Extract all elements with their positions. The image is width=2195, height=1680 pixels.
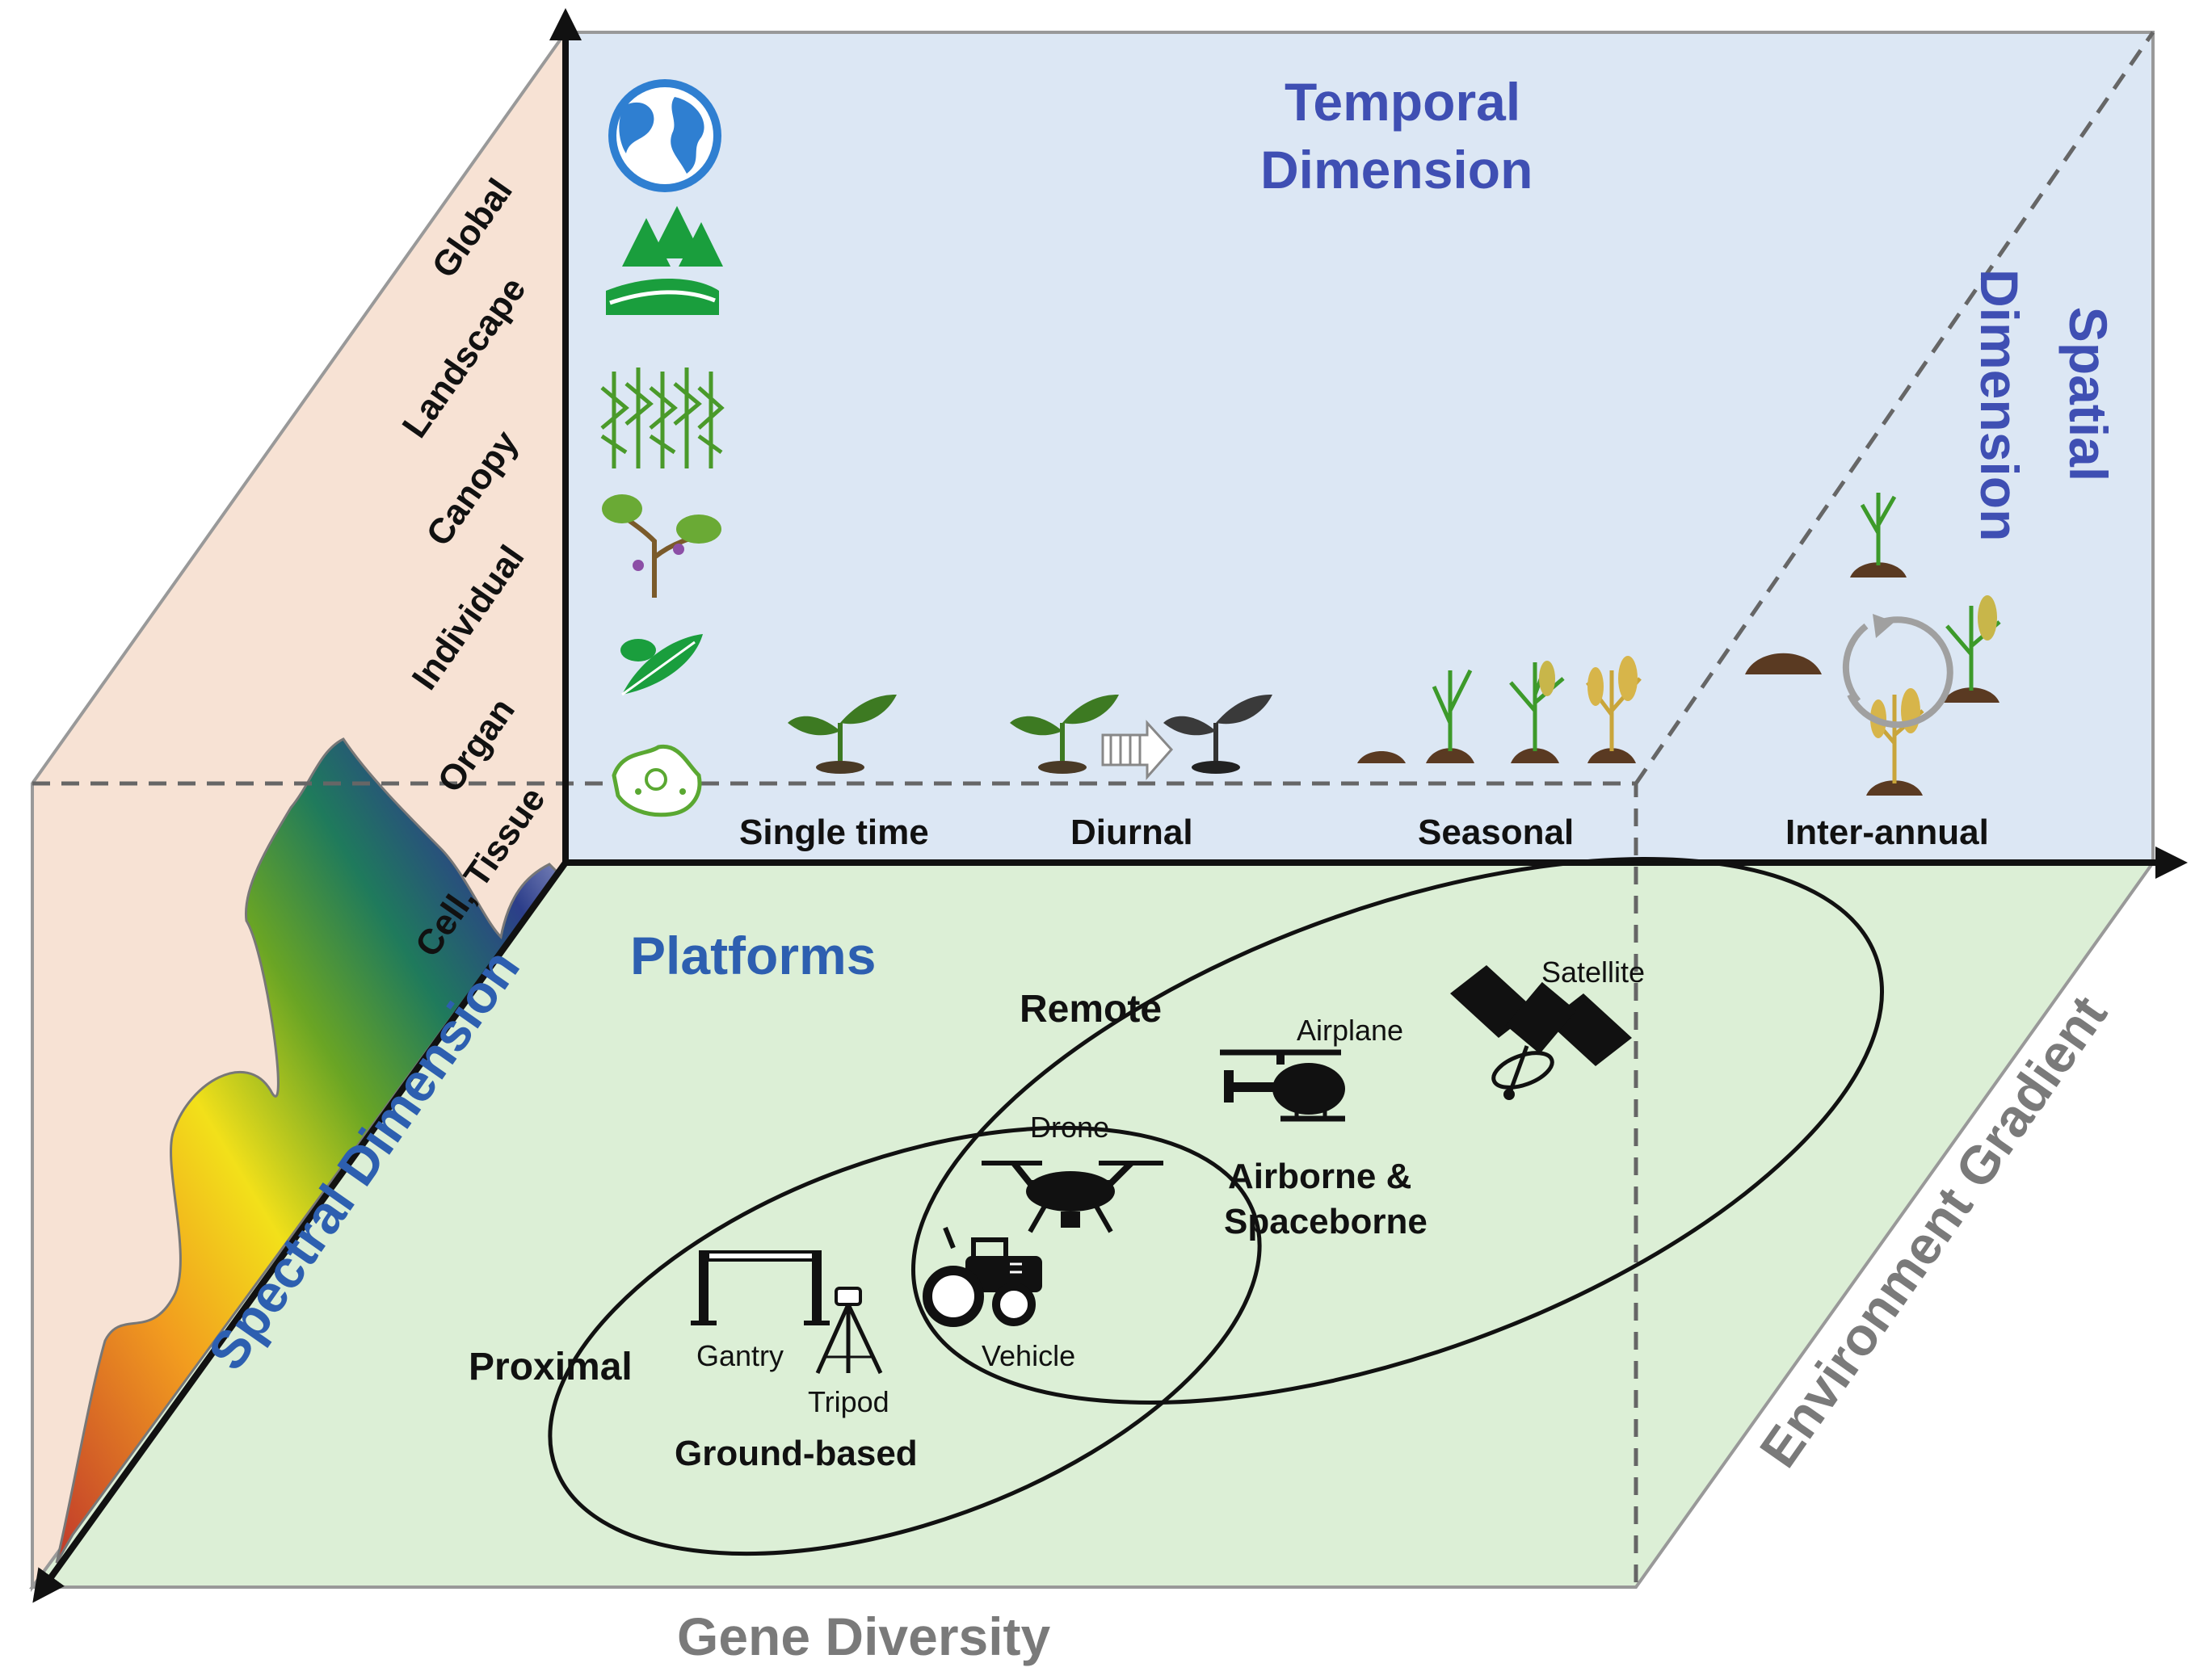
satellite-icon bbox=[1450, 965, 1632, 1100]
right-arrow-icon bbox=[1101, 720, 1174, 780]
tripod-icon bbox=[815, 1287, 883, 1375]
temporal-title-line1: Temporal bbox=[1285, 72, 1521, 132]
tractor-icon bbox=[923, 1226, 1042, 1327]
scale-label-seasonal: Seasonal bbox=[1418, 813, 1575, 852]
drone-icon bbox=[982, 1161, 1163, 1233]
gantry-icon bbox=[691, 1250, 830, 1325]
leaf-organ-icon bbox=[620, 634, 703, 696]
crop-canopy-icon bbox=[600, 368, 725, 468]
group-label-proximal: Proximal bbox=[469, 1346, 633, 1388]
item-label-gantry: Gantry bbox=[696, 1339, 784, 1372]
group-label-remote: Remote bbox=[1020, 988, 1163, 1031]
platforms-title: Platforms bbox=[630, 926, 877, 985]
scale-label-inter-annual: Inter-annual bbox=[1785, 813, 1989, 852]
spatial-title-line2: Dimension bbox=[1970, 269, 2029, 542]
plant-individual-icon bbox=[602, 494, 721, 598]
seedling-diurnal-night-icon bbox=[1163, 695, 1272, 774]
scale-label-single-time: Single time bbox=[739, 813, 929, 852]
group-label-ground-based: Ground-based bbox=[675, 1434, 918, 1473]
item-label-tripod: Tripod bbox=[808, 1385, 889, 1418]
group-label-airborne-line1: Airborne & bbox=[1228, 1157, 1412, 1196]
item-label-drone: Drone bbox=[1030, 1111, 1110, 1144]
depth-axis bbox=[32, 860, 569, 1603]
seedling-single-time-icon bbox=[788, 695, 897, 774]
helicopter-icon bbox=[1220, 1049, 1345, 1122]
globe-icon bbox=[608, 79, 721, 192]
gene-diversity-label: Gene Diversity bbox=[677, 1606, 1051, 1666]
remote-platform-ellipse bbox=[911, 857, 1884, 1405]
seedling-diurnal-day-icon bbox=[1010, 695, 1119, 774]
temporal-title-line2: Dimension bbox=[1260, 140, 1533, 200]
seasonal-growth-icon bbox=[1357, 656, 1642, 763]
cell-tissue-icon bbox=[612, 744, 702, 817]
dashed-guide-diagonal bbox=[1634, 31, 2155, 785]
spatial-title-line1: Spatial bbox=[2058, 306, 2118, 482]
proximal-platform-ellipse bbox=[548, 1125, 1262, 1556]
item-label-satellite: Satellite bbox=[1541, 956, 1646, 989]
spectral-reflectance-curve bbox=[55, 737, 559, 1564]
inter-annual-cycle-icon bbox=[1745, 493, 2001, 796]
group-label-airborne-line2: Spaceborne bbox=[1224, 1202, 1428, 1241]
item-label-vehicle: Vehicle bbox=[982, 1339, 1076, 1372]
item-label-airplane: Airplane bbox=[1297, 1014, 1404, 1047]
forest-landscape-icon bbox=[606, 206, 723, 315]
scale-label-diurnal: Diurnal bbox=[1070, 813, 1193, 852]
